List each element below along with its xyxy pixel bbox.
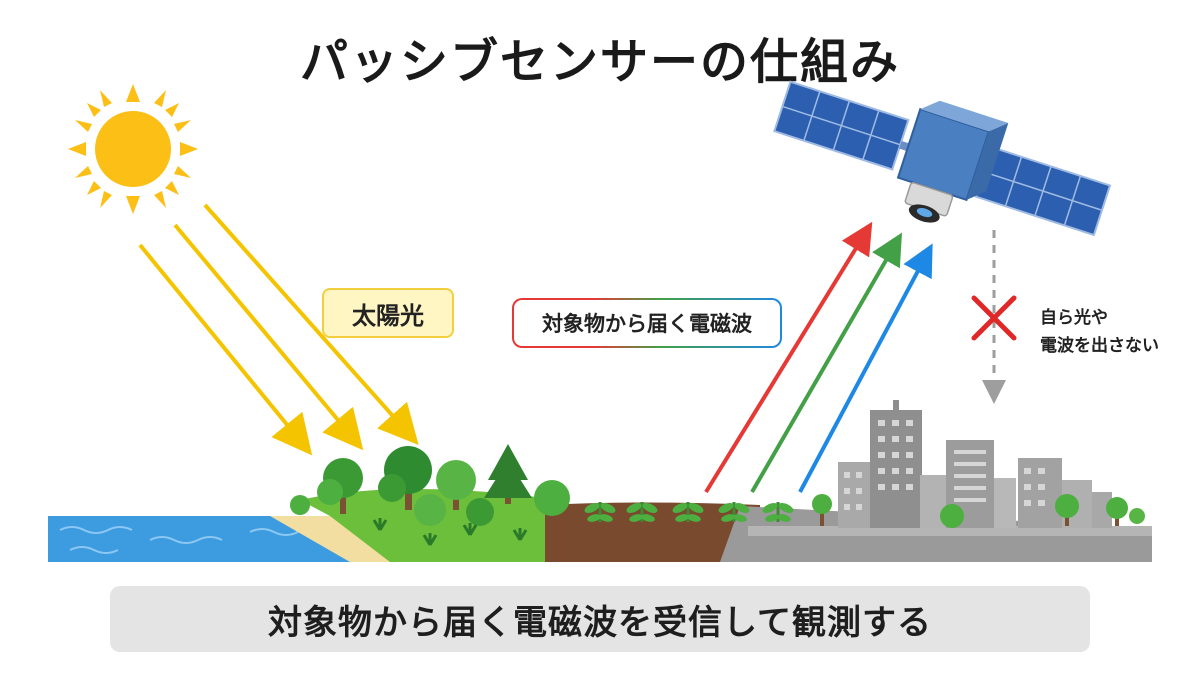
em-label: 対象物から届く電磁波 xyxy=(514,300,780,346)
city xyxy=(812,400,1145,528)
no-emission-note: 自ら光や 電波を出さない xyxy=(1040,304,1190,360)
sunlight-label: 太陽光 xyxy=(322,288,454,338)
sun-icon xyxy=(68,84,198,214)
em-arrows xyxy=(704,221,933,494)
satellite-icon xyxy=(773,80,1112,237)
em-label-frame: 対象物から届く電磁波 xyxy=(512,298,782,348)
no-emission-line-2: 電波を出さない xyxy=(1040,336,1159,356)
no-emission-line-1: 自ら光や xyxy=(1040,308,1108,328)
crops xyxy=(584,502,794,522)
sunlight-arrows xyxy=(138,203,419,456)
page-title: パッシブセンサーの仕組み xyxy=(299,34,900,90)
caption-bar: 対象物から届く電磁波を受信して観測する xyxy=(110,586,1090,652)
forest xyxy=(290,444,570,546)
cross-icon xyxy=(971,295,1017,341)
